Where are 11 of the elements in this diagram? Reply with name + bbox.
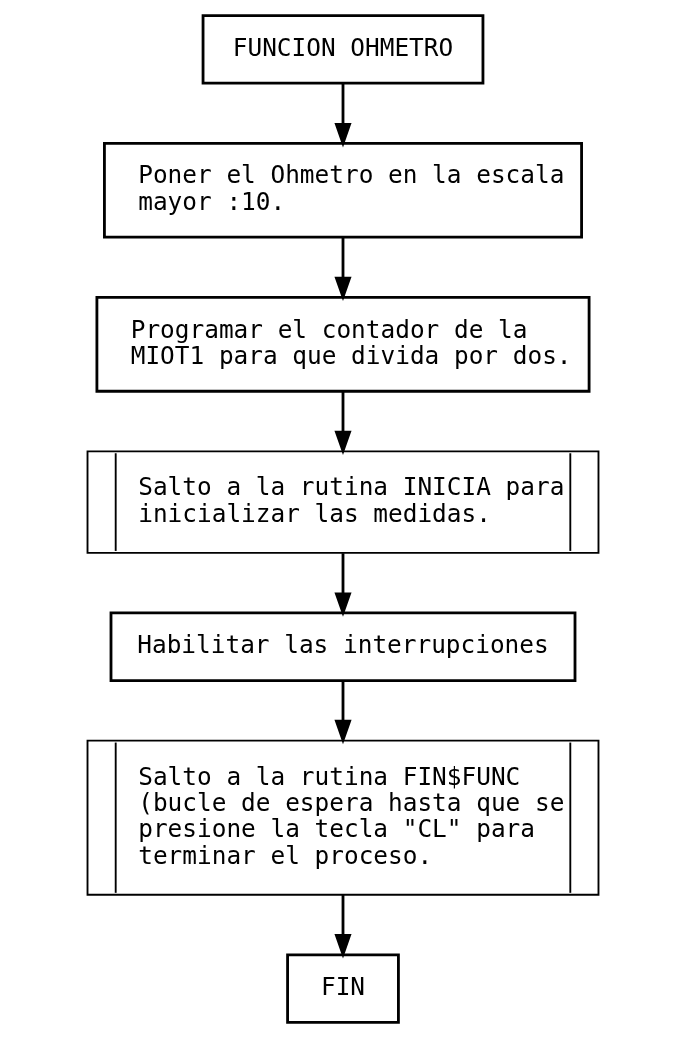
node-box: FIN bbox=[285, 953, 400, 1024]
node-box: Programar el contador de la MIOT1 para que divida por dos. bbox=[95, 295, 590, 393]
arrow bbox=[333, 680, 352, 745]
arrow bbox=[333, 553, 352, 617]
node-box: Poner el Ohmetro en la escala mayor :10. bbox=[102, 141, 583, 239]
arrow bbox=[333, 83, 352, 148]
arrow bbox=[333, 391, 352, 456]
arrow bbox=[333, 894, 352, 959]
arrow bbox=[333, 237, 352, 302]
node-box: Habilitar las interrupciones bbox=[109, 611, 576, 682]
node-box: FUNCION OHMETRO bbox=[201, 14, 484, 85]
